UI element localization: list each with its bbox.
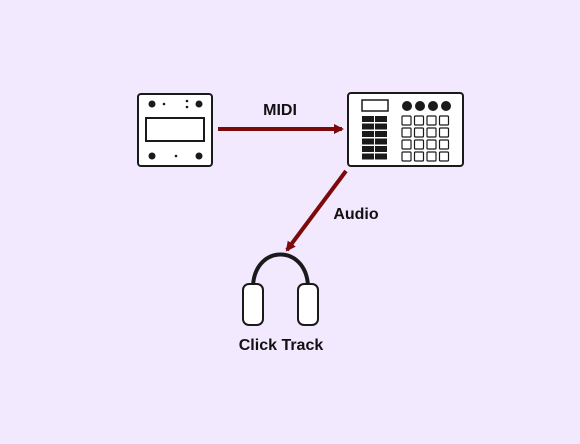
drum-pad	[426, 151, 437, 162]
drum-pad	[401, 127, 412, 138]
drum-machine-button	[362, 116, 374, 122]
click-track-label: Click Track	[239, 337, 324, 354]
drum-machine-button	[362, 153, 374, 160]
drum-pad	[401, 151, 412, 162]
drum-machine-button	[375, 123, 387, 130]
drum-pad	[426, 115, 437, 126]
drum-machine-button	[375, 131, 387, 137]
drum-machine-button	[375, 153, 387, 160]
drum-pad	[413, 115, 425, 126]
drum-pad	[426, 127, 437, 138]
drum-machine-button	[362, 123, 374, 130]
audio-connection-label: Audio	[333, 206, 379, 223]
drum-machine-button	[362, 131, 374, 137]
drum-pad	[426, 139, 437, 150]
drum-pad	[401, 139, 412, 150]
drum-pad	[401, 115, 412, 126]
drum-pad	[438, 115, 450, 126]
drum-machine-button	[375, 116, 387, 122]
drum-machine-button	[375, 146, 387, 152]
drum-pad	[413, 127, 425, 138]
drum-machine-buttons	[362, 116, 387, 160]
audio-connection-arrow	[285, 169, 348, 252]
drum-pad	[413, 139, 425, 150]
midi-controller-icon	[137, 93, 213, 167]
headphones-icon	[242, 252, 319, 326]
drum-machine-button	[362, 146, 374, 152]
drum-machine-icon	[347, 92, 464, 167]
drum-machine-button	[362, 138, 374, 145]
drum-machine-pad-grid	[401, 115, 450, 162]
drum-pad	[413, 151, 425, 162]
drum-machine-button	[375, 138, 387, 145]
drum-machine-knobs	[402, 101, 451, 111]
drum-pad	[438, 127, 450, 138]
drum-pad	[438, 151, 450, 162]
midi-connection-label: MIDI	[263, 102, 297, 119]
drum-pad	[438, 139, 450, 150]
